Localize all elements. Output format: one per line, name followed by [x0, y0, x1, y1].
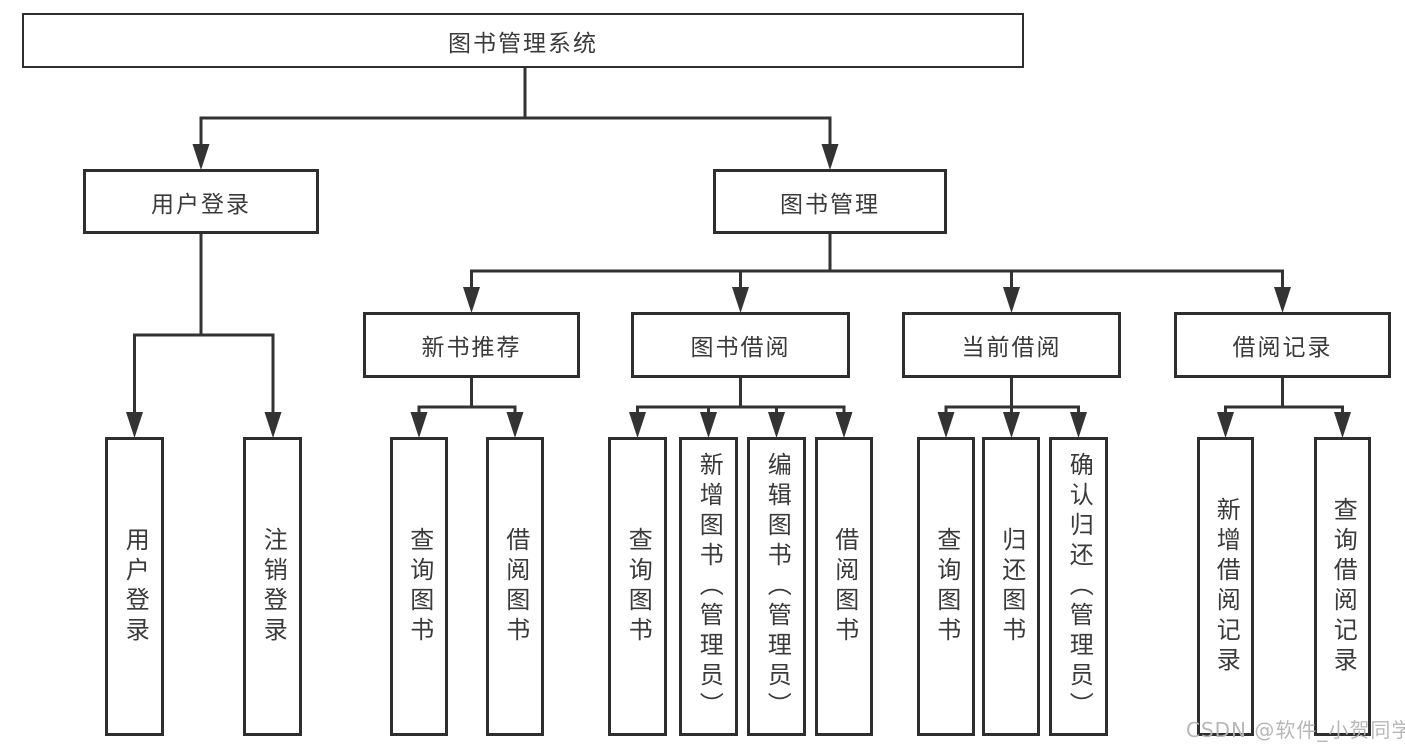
- node-label: 图书借阅: [690, 335, 791, 361]
- node-library-management-system: 图书管理系统: [22, 13, 1024, 68]
- leaf-query-books-recommend: 查询图书: [390, 437, 448, 736]
- node-borrowing-records: 借阅记录: [1174, 312, 1391, 378]
- node-label: 图书管理: [780, 191, 880, 218]
- leaf-add-book-admin: 新增图书（管理员）: [679, 437, 738, 736]
- node-label: 查询图书: [624, 526, 653, 647]
- node-label: 借阅图书: [501, 526, 530, 647]
- node-label: 查询借阅记录: [1329, 496, 1358, 677]
- node-book-borrowing: 图书借阅: [631, 312, 850, 378]
- leaf-return-book: 归还图书: [982, 437, 1040, 736]
- node-label: 当前借阅: [961, 335, 1062, 361]
- leaf-query-borrow-record: 查询借阅记录: [1314, 437, 1371, 736]
- leaf-borrow-books-recommend: 借阅图书: [486, 437, 544, 736]
- leaf-confirm-return-admin: 确认归还（管理员）: [1049, 437, 1108, 736]
- node-user-login: 用户登录: [83, 169, 319, 234]
- node-label: 用户登录: [121, 526, 150, 647]
- node-label: 编辑图书（管理员）: [763, 451, 792, 722]
- node-new-book-recommend: 新书推荐: [363, 312, 580, 378]
- leaf-user-login: 用户登录: [105, 437, 164, 736]
- node-label: 借阅记录: [1232, 335, 1333, 361]
- leaf-borrow-books: 借阅图书: [815, 437, 873, 736]
- node-current-borrowing: 当前借阅: [902, 312, 1121, 378]
- node-label: 查询图书: [405, 526, 434, 647]
- node-label: 查询图书: [932, 526, 961, 647]
- node-label: 注销登录: [259, 526, 288, 647]
- arrowhead-icons: [126, 144, 1351, 438]
- leaf-query-books-borrow: 查询图书: [608, 437, 667, 736]
- leaf-query-books-current: 查询图书: [917, 437, 975, 736]
- watermark: CSDN @软件_小贺同学: [1186, 718, 1405, 742]
- node-label: 新增图书（管理员）: [695, 451, 724, 722]
- node-label: 新增借阅记录: [1212, 496, 1241, 677]
- leaf-logout: 注销登录: [243, 437, 302, 736]
- leaf-add-borrow-record: 新增借阅记录: [1197, 437, 1254, 736]
- node-label: 借阅图书: [830, 526, 859, 647]
- node-label: 图书管理系统: [448, 30, 598, 57]
- node-label: 归还图书: [997, 526, 1026, 647]
- node-label: 新书推荐: [421, 335, 522, 361]
- node-label: 确认归还（管理员）: [1065, 451, 1094, 722]
- leaf-edit-book-admin: 编辑图书（管理员）: [747, 437, 806, 736]
- node-book-management: 图书管理: [713, 169, 947, 234]
- node-label: 用户登录: [151, 191, 251, 218]
